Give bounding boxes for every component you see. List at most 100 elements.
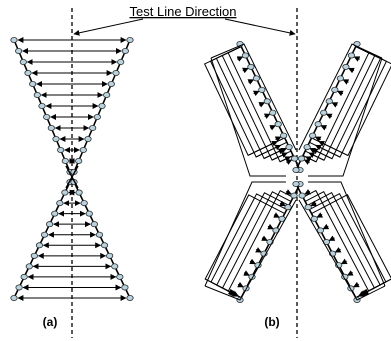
node-icon	[126, 294, 134, 301]
panel-b-crossed-bands	[203, 41, 391, 303]
arrow	[249, 258, 256, 265]
node-icon	[121, 284, 129, 291]
node-icon	[112, 70, 120, 77]
arrow	[325, 113, 333, 120]
diagram-title: Test Line Direction	[130, 4, 237, 19]
arrow	[316, 212, 324, 218]
arrow	[305, 156, 317, 163]
arrow	[310, 200, 318, 207]
node-icon	[290, 192, 298, 199]
node-icon	[10, 37, 18, 44]
arrow	[342, 79, 350, 85]
node-icon	[342, 63, 350, 70]
node-icon	[25, 263, 33, 270]
arrow	[279, 156, 292, 163]
arrow	[336, 90, 344, 97]
node-icon	[303, 144, 311, 151]
node-icon	[292, 166, 300, 173]
node-icon	[79, 146, 87, 153]
arrow	[237, 281, 244, 288]
arrow	[236, 56, 244, 62]
loop-line	[216, 192, 290, 299]
node-icon	[15, 284, 23, 291]
arrow	[314, 136, 322, 142]
node-icon	[347, 52, 356, 59]
arrow	[328, 235, 336, 242]
arrow	[346, 270, 354, 276]
node-icon	[314, 121, 322, 128]
node-icon	[111, 263, 119, 270]
node-icon	[38, 103, 46, 110]
arrow	[247, 79, 255, 85]
arrow	[331, 102, 339, 108]
arrow	[353, 56, 361, 62]
node-icon	[84, 135, 92, 142]
node-icon	[290, 155, 299, 162]
node-icon	[309, 132, 317, 139]
node-icon	[263, 98, 271, 105]
node-icon	[100, 242, 109, 249]
node-icon	[247, 63, 255, 70]
node-icon	[93, 114, 101, 121]
arrow	[243, 270, 250, 276]
outer-frame	[204, 181, 286, 287]
node-icon	[95, 231, 104, 238]
node-icon	[336, 75, 344, 82]
node-icon	[57, 146, 65, 153]
node-icon	[310, 215, 318, 222]
arrow	[269, 125, 277, 131]
node-icon	[40, 231, 49, 238]
node-icon	[252, 75, 260, 82]
node-icon	[61, 157, 69, 164]
node-icon	[43, 114, 51, 121]
arrow	[340, 258, 348, 265]
node-icon	[116, 273, 124, 280]
loop-line	[204, 194, 285, 299]
node-icon	[269, 109, 277, 116]
arrow	[322, 223, 330, 230]
node-icon	[30, 252, 38, 259]
arrow	[279, 200, 286, 207]
node-icon	[61, 189, 69, 196]
node-icon	[284, 204, 292, 211]
loop-line	[307, 46, 382, 160]
arrow	[247, 140, 278, 156]
arrow	[274, 136, 282, 142]
panel-a-label: (a)	[43, 315, 58, 329]
node-icon	[298, 192, 306, 199]
node-icon	[285, 144, 293, 151]
node-icon	[20, 273, 28, 280]
node-icon	[47, 125, 55, 132]
node-icon	[331, 86, 339, 93]
node-icon	[80, 200, 88, 207]
outer-frame	[308, 181, 386, 287]
arrow	[304, 189, 311, 195]
node-icon	[258, 86, 266, 93]
node-icon	[126, 37, 134, 44]
arrow	[285, 159, 293, 165]
node-icon	[103, 92, 111, 99]
node-icon	[15, 48, 23, 55]
node-icon	[325, 98, 333, 105]
arrow	[255, 247, 262, 253]
arrow	[242, 67, 249, 74]
outer-frame	[298, 43, 383, 151]
arrow	[271, 152, 288, 161]
node-icon	[241, 52, 250, 59]
node-icon	[297, 155, 306, 162]
neck-cross-line	[65, 165, 79, 189]
outer-frame	[308, 57, 383, 177]
loop-line	[215, 46, 290, 160]
arrow	[258, 102, 266, 108]
outer-frame	[298, 199, 386, 301]
arrow	[261, 235, 268, 242]
node-icon	[75, 189, 83, 196]
arrow	[255, 144, 282, 158]
arrow	[204, 278, 235, 295]
node-icon	[35, 242, 44, 249]
node-icon	[56, 200, 64, 207]
node-icon	[106, 252, 114, 259]
arrow	[320, 125, 328, 131]
node-icon	[51, 210, 59, 217]
